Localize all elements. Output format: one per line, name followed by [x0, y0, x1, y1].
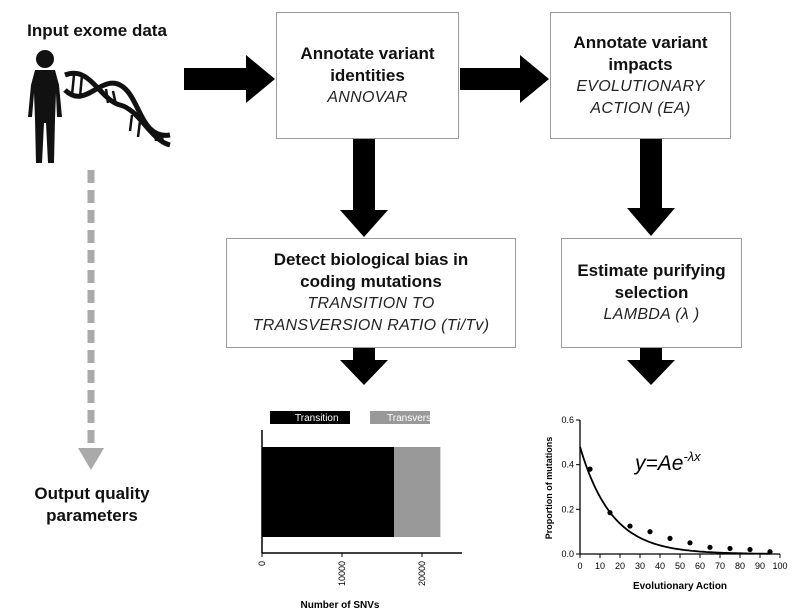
legend-label-transversion: Transversion [387, 413, 444, 424]
input-label: Input exome data [27, 21, 167, 40]
estimate-selection-box: Estimate purifying selection LAMBDA (λ ) [561, 238, 742, 348]
box-title: Detect biological bias in [273, 250, 469, 269]
arrow-annovar-to-ea [460, 55, 549, 103]
scatter-y-tick-label: 0.6 [561, 415, 574, 425]
data-point [627, 523, 633, 529]
data-point [707, 544, 713, 550]
scatter-x-tick-label: 0 [577, 561, 582, 571]
scatter-y-tick-label: 0.2 [561, 504, 574, 514]
scatter-x-tick-label: 60 [695, 561, 705, 571]
scatter-y-tick-label: 0.0 [561, 549, 574, 559]
data-point [727, 545, 733, 552]
output-label-line: Output quality [34, 484, 150, 503]
annotate-identities-box: Annotate variant identities ANNOVAR [276, 12, 459, 139]
data-point [747, 546, 753, 553]
arrow-ea-to-lambda [627, 139, 675, 236]
legend-swatch-transversion [370, 411, 430, 424]
scatter-x-tick-label: 90 [755, 561, 765, 571]
bar-segment-transversion [394, 447, 441, 537]
input-icons [28, 50, 171, 163]
output-label: Output quality parameters [12, 483, 172, 527]
box-method: ANNOVAR [327, 88, 408, 106]
box-method: ACTION (EA) [590, 99, 691, 117]
box-method: TRANSITION TO [307, 295, 435, 312]
data-point [767, 549, 773, 555]
data-point [667, 535, 673, 541]
arrow-input-to-annovar [184, 55, 275, 103]
lambda-scatter-chart: Proportion of mutations 0 10 20 30 40 50 60 70 8… [544, 415, 788, 592]
titv-bar-chart: Transition Transversion 0 10000 20000 Numb… [257, 411, 462, 611]
fit-equation: y=Ae-λx [633, 449, 701, 475]
equation-base: y=Ae [633, 452, 683, 475]
dashed-arrow-output [78, 170, 104, 470]
scatter-x-tick-label: 20 [615, 561, 625, 571]
box-method: TRANSVERSION RATIO (Ti/Tv) [252, 317, 490, 334]
box-title: coding mutations [300, 272, 442, 291]
legend-label-transition: Transition [295, 413, 339, 424]
box-title: Estimate purifying [577, 261, 726, 280]
bar-x-tick-label: 0 [257, 561, 267, 566]
arrow-annovar-to-titv [340, 139, 388, 237]
box-title: impacts [608, 54, 673, 74]
output-label-line: parameters [46, 506, 138, 525]
annotate-impacts-box: Annotate variant impacts EVOLUTIONARY AC… [550, 12, 731, 139]
scatter-x-axis-label: Evolutionary Action [633, 581, 727, 592]
scatter-x-tick-label: 10 [595, 561, 605, 571]
scatter-x-tick-label: 100 [772, 561, 787, 571]
scatter-x-tick-label: 70 [715, 561, 725, 571]
legend-swatch-transition [270, 411, 350, 424]
box-title: identities [330, 65, 405, 85]
data-point [587, 466, 593, 472]
scatter-x-tick-label: 30 [635, 561, 645, 571]
bar-x-axis-label: Number of SNVs [301, 600, 380, 611]
box-title: Annotate variant [573, 32, 708, 52]
box-title: selection [614, 283, 689, 302]
arrow-lambda-to-chart [627, 348, 675, 385]
box-title: Annotate variant [300, 43, 435, 63]
scatter-y-axis-label: Proportion of mutations [544, 437, 554, 540]
box-method: LAMBDA (λ ) [603, 306, 700, 323]
dna-helix-icon [63, 70, 171, 148]
scatter-x-tick-label: 50 [675, 561, 685, 571]
person-silhouette-icon [28, 50, 62, 163]
bar-x-tick-label: 10000 [337, 561, 347, 586]
bar-legend: Transition Transversion [270, 411, 444, 424]
scatter-y-tick-label: 0.4 [561, 460, 574, 470]
detect-bias-box: Detect biological bias in coding mutatio… [226, 238, 516, 348]
bar-x-tick-label: 20000 [417, 561, 427, 586]
data-point [687, 540, 693, 546]
equation-exponent: -λx [683, 449, 701, 464]
data-point [607, 510, 613, 516]
bar-segment-transition [262, 447, 394, 537]
box-method: EVOLUTIONARY [576, 77, 705, 95]
scatter-x-tick-label: 40 [655, 561, 665, 571]
data-point [647, 529, 653, 535]
arrow-titv-to-chart [340, 348, 388, 385]
scatter-x-tick-label: 80 [735, 561, 745, 571]
